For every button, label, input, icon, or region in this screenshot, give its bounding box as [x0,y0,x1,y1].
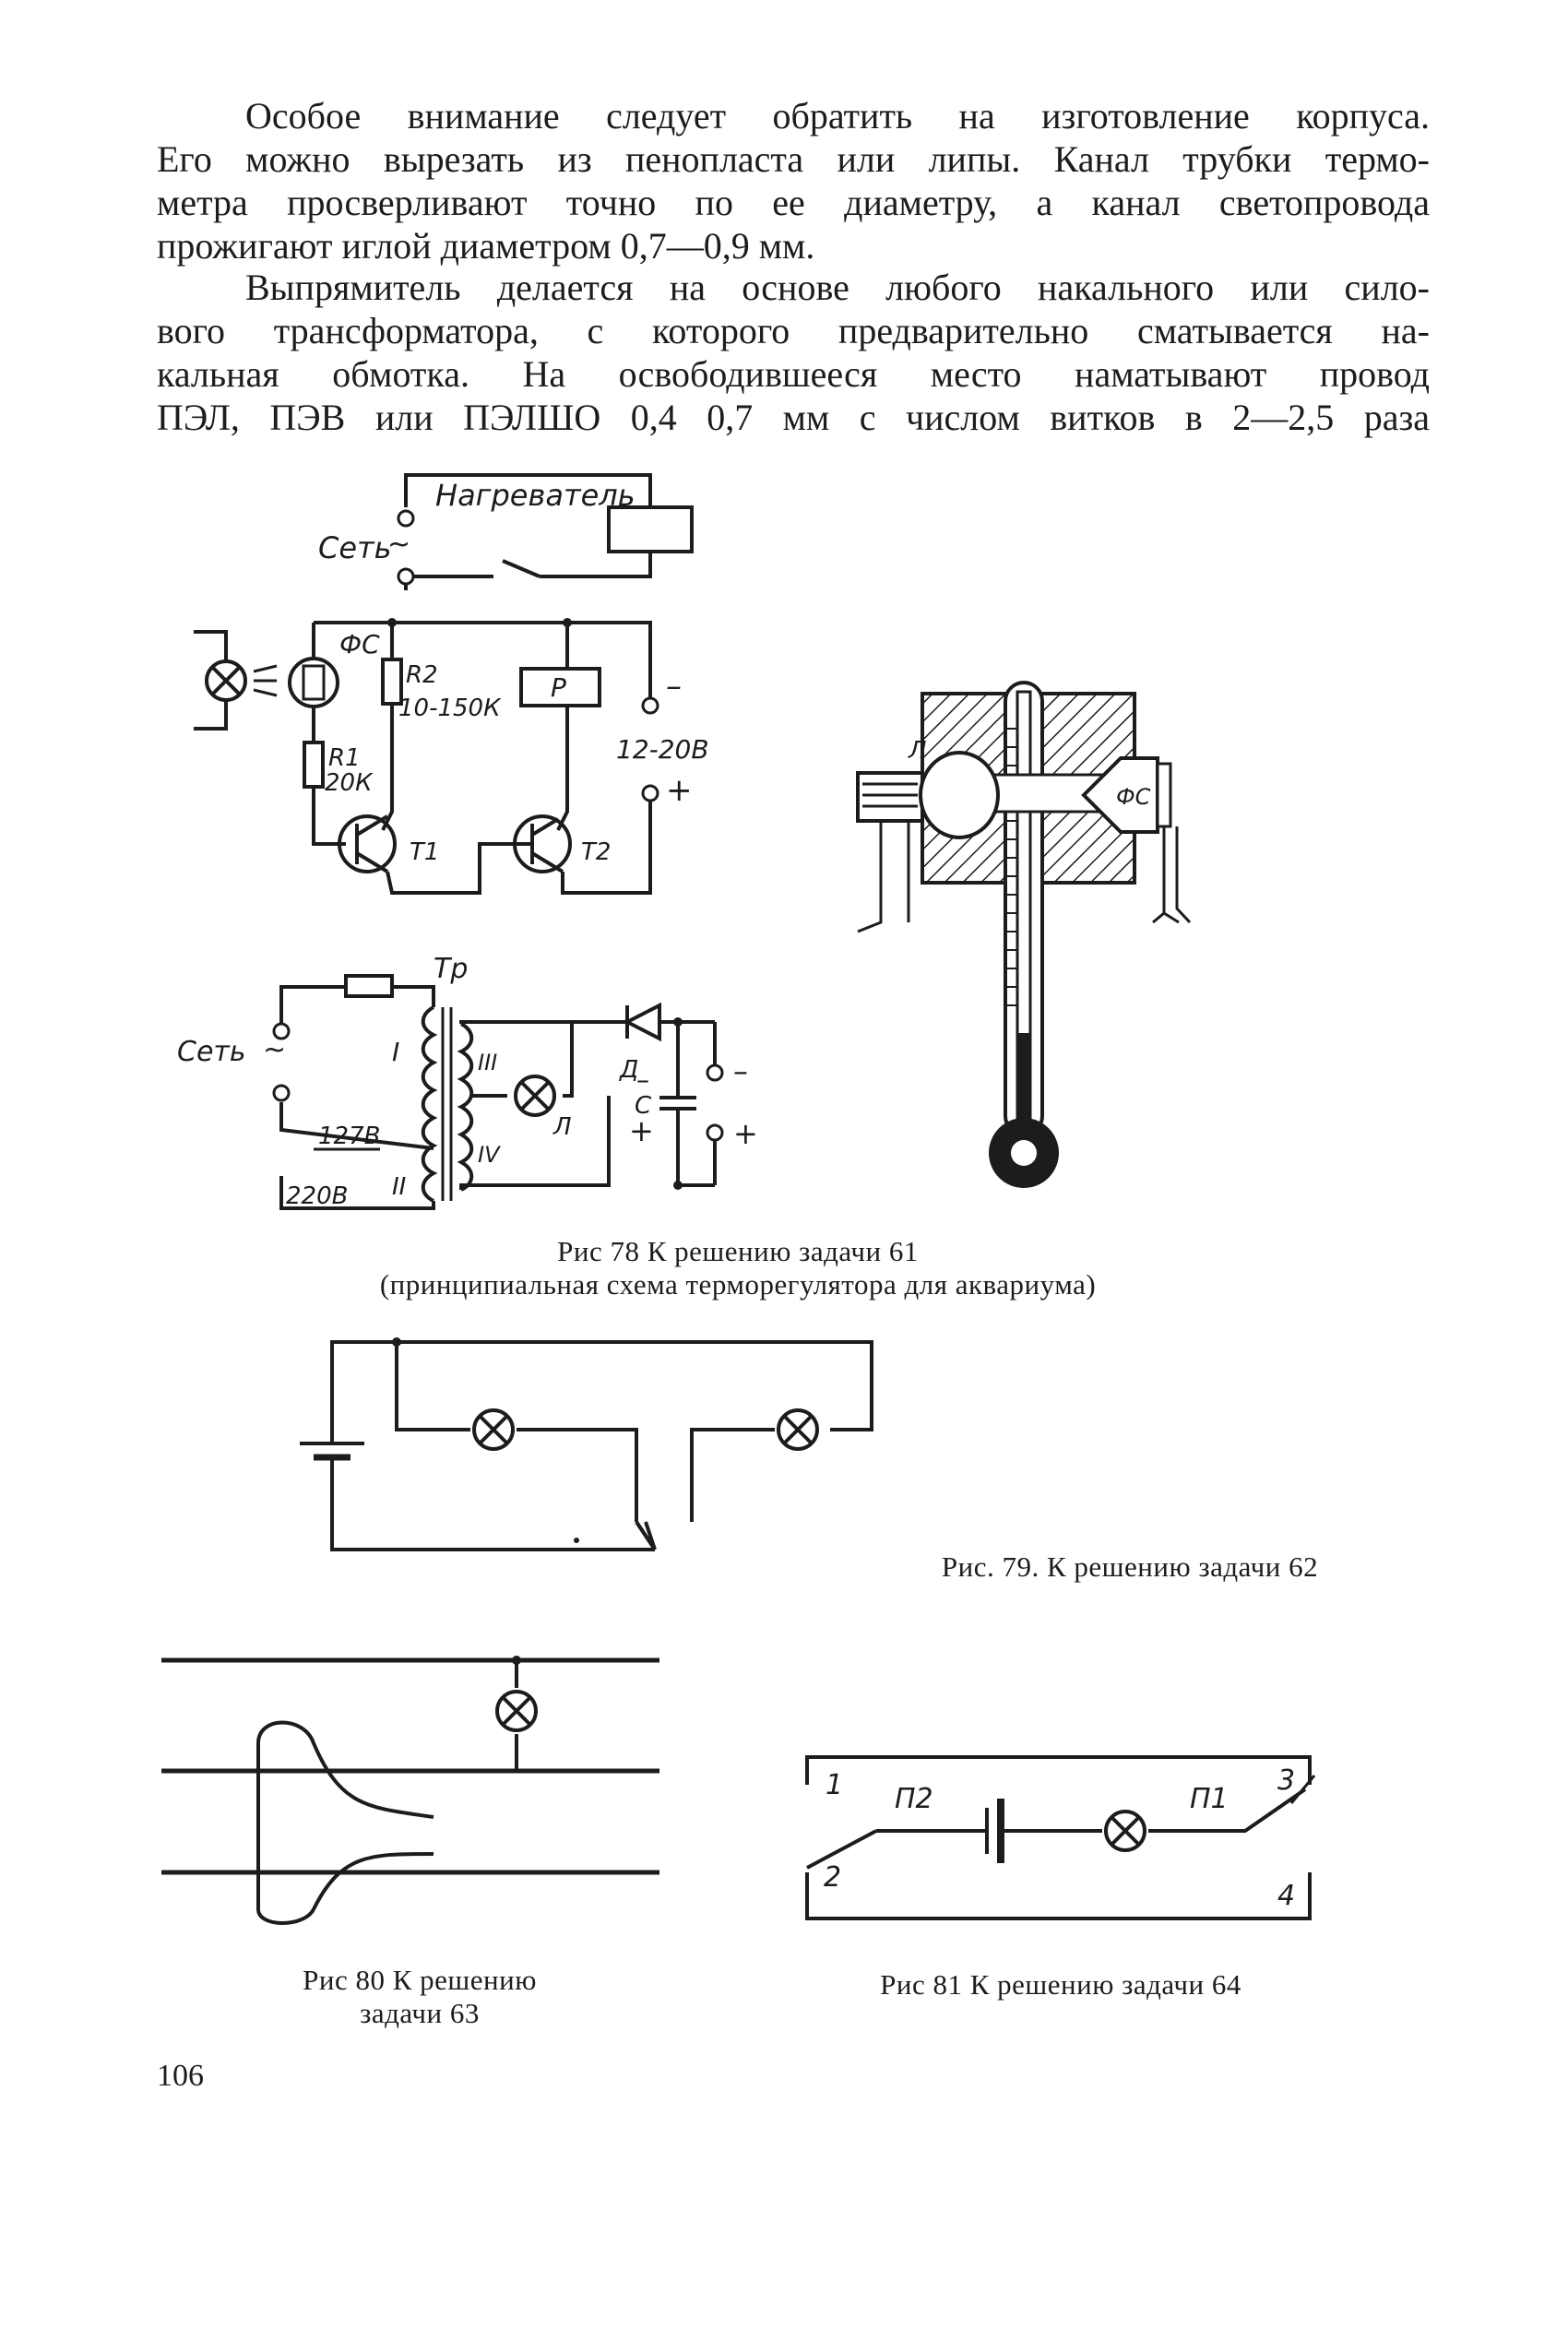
transistor-t1 [338,814,397,873]
paragraph-2-line-3: кальная обмотка. На освободившееся место… [157,353,1430,395]
relay-contact [502,559,540,578]
out-minus: – [733,1053,748,1088]
out-plus: + [733,1116,758,1151]
t2-label: Т2 [581,838,611,866]
figure-78-caption-1: Рис 78 К решению задачи 61 [557,1235,919,1267]
winding-2: II [392,1173,406,1201]
switch-p1 [1148,1788,1307,1833]
t1-label: Т1 [410,838,439,866]
winding-4: IV [478,1142,501,1168]
supply-minus: – [666,668,682,705]
figure-80-caption-2: задачи 63 [360,1997,480,2029]
terminal-1: 1 [826,1769,843,1801]
mains-tilde-2: ~ [263,1034,286,1066]
paragraph-1-line-2: Его можно вырезать из пенопласта или лип… [157,138,1430,180]
mains-terminal [397,567,415,586]
supply-plus: + [666,772,693,809]
paragraph-1: Особое внимание следует обратить на изго… [157,94,1430,267]
diode-label: Д [619,1056,638,1084]
p2-label: П2 [895,1783,933,1815]
figure-81-circuit: 1 2 3 4 П2 П1 [805,1755,1316,1920]
tap-127: 127В [318,1123,380,1150]
r2-label: R2 [406,661,438,689]
r2-value: 10-150К [398,695,502,722]
fs-label: ФС [339,629,380,659]
paragraph-2: Выпрямитель делается на основе любого на… [157,266,1430,439]
p1-label: П1 [1190,1783,1229,1815]
r1-value: 20К [325,769,374,797]
thermo-lamp-label: Л [908,737,927,765]
resistor-r1 [303,741,325,789]
supply-terminal-minus [641,696,659,715]
terminal-3: 3 [1277,1764,1295,1797]
lamp-bulb [919,751,1000,839]
winding-1: I [392,1037,399,1067]
supply-terminal-plus [641,784,659,802]
relay-label: Р [551,672,566,703]
capacitor-label: С [635,1092,652,1120]
thermo-fs-label: ФС [1116,784,1151,810]
thermostat-schematic: Нагреватель Сеть ~ ФС R1 20К R2 10-150К … [177,473,758,1210]
winding-3: III [478,1050,497,1075]
diode-symbol [623,1002,661,1042]
cap-minus: – [636,1064,649,1095]
cap-plus: + [629,1113,654,1148]
terminal-2: 2 [824,1861,841,1894]
mains-tilde: ~ [387,529,410,561]
figure-78-caption-2: (принципиальная схема терморегулятора дл… [379,1268,1097,1301]
page-number: 106 [157,2059,204,2093]
figure-79-circuit [300,1337,873,1551]
paragraph-2-line-4: ПЭЛ, ПЭВ или ПЭЛШО 0,4 0,7 мм с числом в… [157,397,1430,438]
mains-terminal [397,509,415,528]
paragraph-1-line-3: метра просверливают точно по ее диаметру… [157,182,1430,223]
figure-80-circuit [161,1656,659,1925]
thermometer-sensor-drawing: Л ФС [856,681,1192,1188]
lamp-l-label: Л [552,1113,572,1141]
terminal-4: 4 [1277,1880,1295,1912]
paragraph-1-line-4: прожигают иглой диаметром 0,7—0,9 мм. [157,225,815,267]
heater-box [607,505,694,553]
paragraph-2-line-2: вого трансформатора, с которого предвари… [157,310,1430,351]
mains-label-2: Сеть [177,1036,246,1068]
relay-coil [519,667,601,707]
lamp-base [856,771,924,823]
figure-81-caption: Рис 81 К решению задачи 64 [880,1968,1241,2001]
paragraph-2-line-1: Выпрямитель делается на основе любого на… [245,267,1430,308]
supply-voltage: 12-20В [616,734,709,765]
mains-label: Сеть [318,530,392,565]
switch-p2 [806,1829,877,1870]
heater-label: Нагреватель [435,478,636,513]
fuse [344,974,394,998]
tap-220: 220В [286,1182,348,1210]
r1-label: R1 [328,744,361,772]
paragraph-1-line-1: Особое внимание следует обратить на изго… [245,95,1430,137]
figure-79-caption: Рис. 79. К решению задачи 62 [941,1550,1319,1583]
figure-80-caption-1: Рис 80 К решению [303,1964,537,1996]
transformer-label: Тр [434,953,468,985]
transistor-t2 [513,814,572,873]
